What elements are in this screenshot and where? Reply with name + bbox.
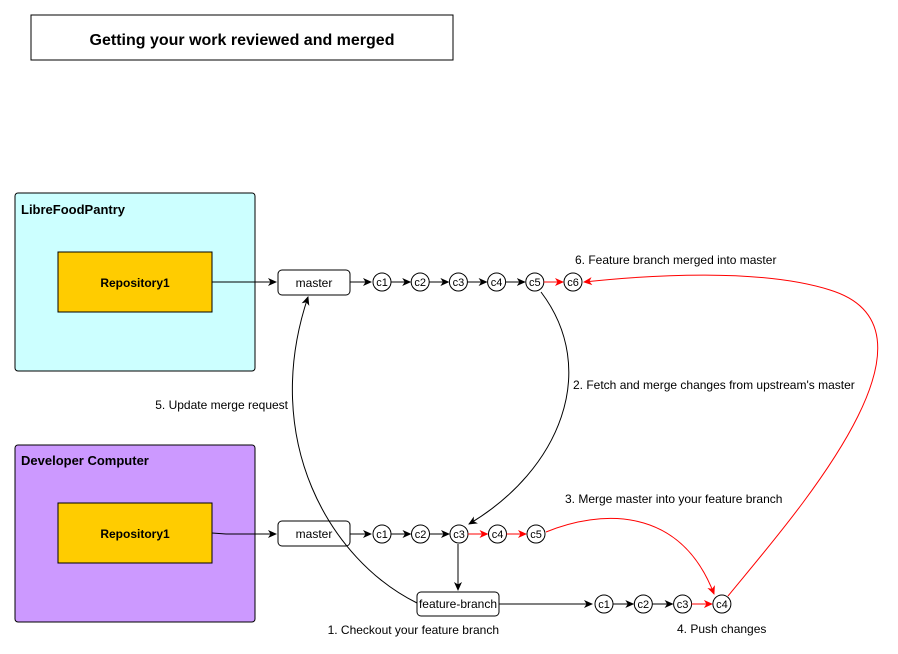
upstream-master-label: master bbox=[296, 276, 333, 290]
upstream-label: LibreFoodPantry bbox=[21, 202, 126, 217]
developer-commit-node-5 bbox=[526, 524, 546, 544]
developer-commit-label-1: c1 bbox=[376, 529, 388, 541]
merge-master-arrow bbox=[545, 517, 715, 595]
upstream-commit-label-1: c1 bbox=[376, 277, 388, 289]
upstream-commit-chain: c1 c2 c3 c4 c5 c6 bbox=[372, 272, 583, 292]
step5-label: 5. Update merge request bbox=[155, 398, 288, 412]
developer-commit-label-2: c2 bbox=[415, 529, 427, 541]
feature-commit-node-4 bbox=[712, 594, 732, 614]
merged-into-master-arrow bbox=[583, 274, 879, 597]
developer-repo-arrow bbox=[211, 530, 277, 538]
step6-label: 6. Feature branch merged into master bbox=[575, 253, 776, 267]
developer-commit-label-4: c4 bbox=[492, 529, 504, 541]
feature-commit-label-1: c1 bbox=[598, 599, 610, 611]
developer-commit-label-5: c5 bbox=[530, 529, 542, 541]
feature-commit-label-3: c3 bbox=[677, 599, 689, 611]
step1-label: 1. Checkout your feature branch bbox=[328, 623, 499, 637]
upstream-repo-label: Repository1 bbox=[100, 276, 170, 290]
diagram-title: Getting your work reviewed and merged bbox=[90, 32, 395, 49]
developer-commit-label-3: c3 bbox=[453, 529, 465, 541]
fetch-merge-arrow bbox=[468, 291, 570, 525]
upstream-commit-label-4: c4 bbox=[491, 277, 503, 289]
developer-commit-chain: c1 c2 c3 c4 c5 bbox=[372, 524, 546, 544]
feature-commit-chain: c1 c2 c3 c4 bbox=[594, 594, 732, 614]
developer-label: Developer Computer bbox=[21, 453, 149, 468]
upstream-commit-label-6: c6 bbox=[567, 277, 579, 289]
upstream-commit-label-2: c2 bbox=[414, 277, 426, 289]
developer-repo-label: Repository1 bbox=[100, 527, 170, 541]
feature-commit-label-2: c2 bbox=[637, 599, 649, 611]
step3-label: 3. Merge master into your feature branch bbox=[565, 492, 782, 506]
developer-master-branch: master bbox=[277, 520, 351, 547]
developer-master-label: master bbox=[296, 527, 333, 541]
feature-branch-label: feature-branch bbox=[419, 597, 497, 611]
feature-branch: feature-branch bbox=[416, 591, 500, 617]
step4-label: 4. Push changes bbox=[677, 622, 766, 636]
update-merge-request-arrow bbox=[292, 296, 418, 604]
upstream-commit-label-5: c5 bbox=[529, 277, 541, 289]
feature-commit-label-4: c4 bbox=[716, 599, 728, 611]
title-box: Getting your work reviewed and merged bbox=[30, 14, 454, 61]
upstream-commit-node-6 bbox=[563, 272, 583, 292]
step2-label: 2. Fetch and merge changes from upstream… bbox=[573, 378, 855, 392]
upstream-master-branch: master bbox=[277, 269, 351, 296]
upstream-commit-label-3: c3 bbox=[453, 277, 465, 289]
developer-panel: Developer Computer Repository1 bbox=[14, 444, 256, 623]
